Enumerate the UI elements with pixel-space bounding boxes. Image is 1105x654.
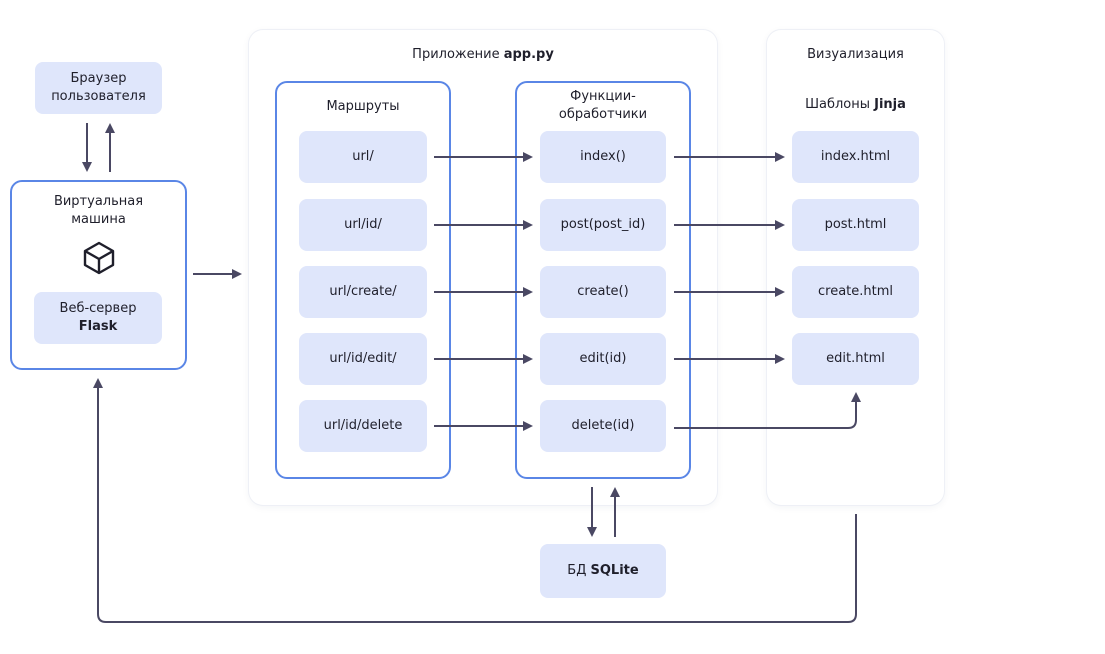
handler-item: post(post_id) bbox=[540, 199, 666, 251]
vm-title-line2: машина bbox=[71, 212, 126, 227]
route-item: url/id/ bbox=[299, 199, 427, 251]
web-server-line2: Flask bbox=[78, 319, 118, 334]
handler-item: index() bbox=[540, 131, 666, 183]
browser-label-line2: пользователя bbox=[51, 89, 146, 104]
viz-subtitle-bold: Jinja bbox=[874, 97, 906, 112]
cube-icon bbox=[83, 241, 115, 275]
route-item: url/id/delete bbox=[299, 400, 427, 452]
web-server-line1: Веб-сервер bbox=[59, 301, 137, 316]
routes-title: Маршруты bbox=[326, 99, 400, 114]
browser-box: Браузер пользователя bbox=[35, 62, 162, 114]
handlers-title: Функции- обработчики bbox=[515, 88, 691, 124]
db-prefix: БД bbox=[567, 563, 587, 578]
response-loop-arrow bbox=[93, 378, 857, 623]
template-item: create.html bbox=[792, 266, 919, 318]
route-item: url/ bbox=[299, 131, 427, 183]
database-box: БД SQLite bbox=[540, 544, 666, 598]
browser-label-line1: Браузер bbox=[70, 71, 127, 86]
viz-subtitle-prefix: Шаблоны bbox=[805, 97, 875, 112]
handlers-title-line1: Функции- bbox=[570, 89, 636, 104]
app-title: Приложение app.py bbox=[249, 46, 717, 64]
template-item: post.html bbox=[792, 199, 919, 251]
viz-title: Визуализация bbox=[807, 47, 904, 62]
app-title-prefix: Приложение bbox=[412, 47, 504, 62]
handlers-title-line2: обработчики bbox=[558, 107, 648, 122]
handler-item: edit(id) bbox=[540, 333, 666, 385]
delete-to-edit-arrow bbox=[674, 392, 861, 429]
web-server-box: Веб-сервер Flask bbox=[34, 292, 162, 344]
handler-item: create() bbox=[540, 266, 666, 318]
route-item: url/id/edit/ bbox=[299, 333, 427, 385]
vm-title-line1: Виртуальная bbox=[53, 194, 144, 209]
db-bold: SQLite bbox=[590, 563, 639, 578]
template-item: index.html bbox=[792, 131, 919, 183]
vm-title: Виртуальная машина bbox=[10, 193, 187, 229]
viz-subtitle: Шаблоны Jinja bbox=[767, 96, 944, 114]
handler-item: delete(id) bbox=[540, 400, 666, 452]
template-item: edit.html bbox=[792, 333, 919, 385]
route-item: url/create/ bbox=[299, 266, 427, 318]
app-title-bold: app.py bbox=[503, 47, 554, 62]
